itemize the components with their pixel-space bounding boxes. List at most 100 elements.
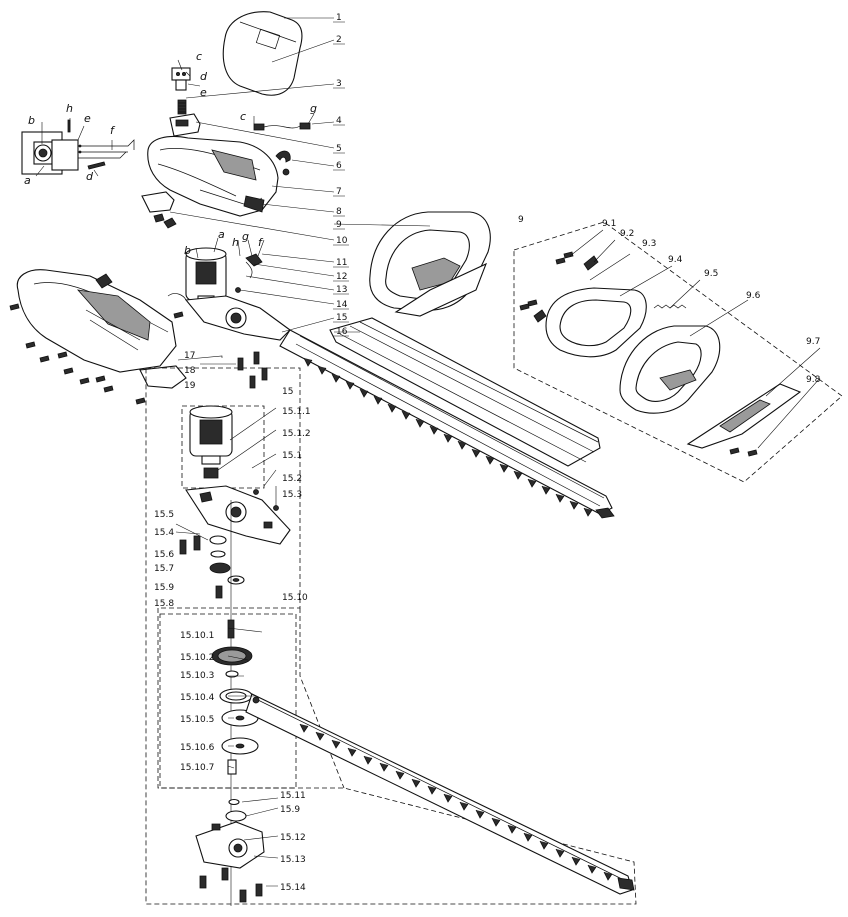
letter-g-motor: g (242, 230, 249, 243)
label-group-15: 15 15.1.1 15.1.2 15.1 15.2 15.3 15.5 15.… (154, 387, 311, 609)
label-15-5: 15.5 (154, 510, 174, 520)
letter-c-top: c (196, 50, 202, 63)
label-9: 9 (336, 220, 342, 230)
label-10: 10 (336, 236, 348, 246)
letter-a-motor: a (218, 228, 225, 241)
letter-f-motor: f (258, 236, 264, 249)
screws (9, 213, 268, 405)
spring (177, 99, 187, 115)
label-5: 5 (336, 144, 342, 154)
label-15-10-1: 15.10.1 (180, 631, 214, 641)
blade-teeth-top (303, 357, 593, 517)
label-15-2: 15.2 (282, 474, 302, 484)
letter-g-cable: g (310, 102, 317, 115)
letter-a-left: a (24, 174, 31, 187)
letter-b-left: b (28, 114, 35, 127)
clip (275, 150, 291, 176)
letter-d-top: d (200, 70, 208, 83)
label-2: 2 (336, 35, 342, 45)
label-16: 16 (336, 327, 348, 337)
switch-connector (171, 67, 191, 91)
battery-cover (222, 11, 303, 96)
label-group-15-10: 15.10 15.10.1 15.10.2 15.10.3 15.10.4 15… (180, 593, 308, 893)
label-15-1-1: 15.1.1 (282, 407, 311, 417)
label-15-12: 15.12 (280, 833, 306, 843)
label-15-1-2: 15.1.2 (282, 429, 311, 439)
label-9-8: 9.8 (806, 375, 821, 385)
switch-button (169, 113, 201, 137)
label-14: 14 (336, 300, 348, 310)
gearbox-plate-detail (185, 485, 291, 545)
label-15-11: 15.11 (280, 791, 306, 801)
label-15-10-6: 15.10.6 (180, 743, 215, 753)
label-15-group: 15 (282, 387, 293, 397)
label-9-6: 9.6 (746, 291, 761, 301)
label-4: 4 (336, 116, 342, 126)
label-15-9: 15.9 (154, 583, 174, 593)
label-18: 18 (184, 366, 196, 376)
label-19: 19 (184, 381, 196, 391)
label-15-7: 15.7 (154, 564, 174, 574)
letter-c-cable: c (240, 110, 246, 123)
label-7: 7 (336, 187, 342, 197)
cable (253, 122, 311, 131)
detail-group-9 (513, 221, 843, 483)
letter-f-left: f (110, 124, 116, 137)
wire-letter-labels: b a h e f d c d e c g b a h g f (24, 50, 317, 257)
label-9-2: 9.2 (620, 229, 634, 239)
letter-e-top: e (200, 86, 207, 99)
letter-h-left: h (66, 102, 73, 115)
label-15-10: 15.10 (282, 593, 308, 603)
label-15-9-b: 15.9 (280, 805, 300, 815)
label-15: 15 (336, 313, 347, 323)
label-15-10-7: 15.10.7 (180, 763, 214, 773)
label-15-10-3: 15.10.3 (180, 671, 214, 681)
label-13: 13 (336, 285, 347, 295)
label-15-10-4: 15.10.4 (180, 693, 215, 703)
motor-detail (189, 405, 233, 479)
label-9-4: 9.4 (668, 255, 683, 265)
label-9-7: 9.7 (806, 337, 820, 347)
label-9-group: 9 (518, 215, 524, 225)
motor (167, 247, 227, 305)
label-15-10-2: 15.10.2 (180, 653, 214, 663)
left-housing-half (16, 269, 187, 389)
letter-d-left: d (86, 170, 94, 183)
label-1: 1 (336, 13, 342, 23)
label-9-1: 9.1 (602, 219, 616, 229)
lower-blade (245, 693, 635, 895)
wiring-diagram (21, 119, 135, 175)
label-15-4: 15.4 (154, 528, 174, 538)
label-15-10-5: 15.10.5 (180, 715, 214, 725)
label-6: 6 (336, 161, 342, 171)
label-group-9: 9 9.1 9.2 9.3 9.4 9.5 9.6 9.7 9.8 (518, 215, 821, 385)
label-12: 12 (336, 272, 347, 282)
label-17: 17 (184, 351, 195, 361)
gearbox-top (184, 253, 291, 341)
label-underlines (333, 21, 349, 337)
handle-housing (147, 135, 279, 217)
letter-h-motor: h (232, 236, 239, 249)
label-15-14: 15.14 (280, 883, 306, 893)
label-column-main: 1 2 3 4 5 6 7 8 9 10 11 12 13 14 15 16 1… (184, 13, 348, 391)
label-8: 8 (336, 207, 342, 217)
label-3: 3 (336, 79, 342, 89)
leader-lines (35, 17, 821, 887)
blade-teeth-bottom (299, 723, 613, 881)
letter-e-left: e (84, 112, 91, 125)
label-15-1: 15.1 (282, 451, 302, 461)
label-9-5: 9.5 (704, 269, 718, 279)
front-handle (369, 211, 491, 317)
letter-b-motor: b (184, 244, 191, 257)
bottom-gear-cover (195, 798, 265, 903)
label-9-3: 9.3 (642, 239, 656, 249)
label-15-6: 15.6 (154, 550, 174, 560)
top-blade-assembly (279, 317, 615, 519)
label-15-3: 15.3 (282, 490, 302, 500)
label-15-13: 15.13 (280, 855, 306, 865)
label-15-8: 15.8 (154, 599, 174, 609)
latch (141, 191, 177, 229)
label-11: 11 (336, 258, 347, 268)
